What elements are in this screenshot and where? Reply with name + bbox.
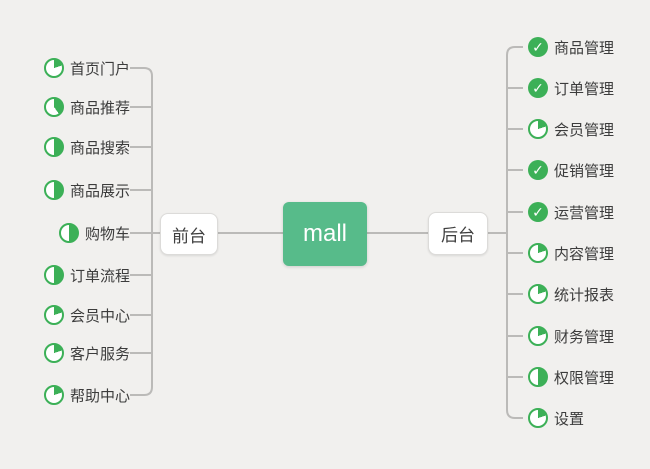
topic-label: 统计报表 — [554, 286, 615, 304]
root-node-label: mall — [302, 220, 347, 247]
topic-label: 商品管理 — [554, 39, 615, 57]
topic-label: 商品推荐 — [69, 99, 130, 117]
progress-pie-icon — [528, 284, 548, 304]
progress-pie-icon — [43, 343, 64, 363]
topic-label: 会员中心 — [69, 307, 130, 325]
topic-label: 权限管理 — [554, 369, 615, 387]
topic-row-order-mgmt[interactable]: ✓ 订单管理 — [528, 76, 614, 100]
branch-node-label: 前台 — [172, 226, 206, 246]
progress-pie-icon — [528, 326, 548, 346]
check-icon: ✓ — [528, 202, 548, 222]
topic-label: 客户服务 — [69, 345, 130, 363]
topic-row-promotion-mgmt[interactable]: ✓ 促销管理 — [528, 158, 614, 182]
topic-row-member-mgmt[interactable]: 会员管理 — [528, 117, 614, 141]
progress-pie-icon — [58, 223, 79, 243]
topic-row-search[interactable]: 商品搜索 — [43, 135, 130, 159]
topic-label: 帮助中心 — [69, 387, 130, 405]
topic-label: 订单流程 — [69, 267, 130, 285]
topic-label: 财务管理 — [554, 328, 615, 346]
topic-row-permission-mgmt[interactable]: 权限管理 — [528, 365, 614, 389]
topic-label: 促销管理 — [554, 162, 615, 180]
check-icon: ✓ — [528, 78, 548, 98]
topic-row-help-center[interactable]: 帮助中心 — [43, 383, 130, 407]
progress-pie-icon — [43, 58, 64, 78]
topic-label: 购物车 — [84, 225, 130, 243]
progress-pie-icon — [43, 180, 64, 200]
progress-pie-icon — [43, 97, 64, 117]
progress-pie-icon — [528, 243, 548, 263]
progress-pie-icon — [528, 408, 548, 428]
branch-node-frontend[interactable]: 前台 — [160, 213, 218, 255]
topic-row-cart[interactable]: 购物车 — [58, 221, 130, 245]
progress-pie-icon — [528, 367, 548, 387]
topic-row-member-center[interactable]: 会员中心 — [43, 303, 130, 327]
branch-node-backend[interactable]: 后台 — [428, 212, 488, 255]
topic-row-homepage[interactable]: 首页门户 — [43, 56, 130, 80]
topic-row-recommend[interactable]: 商品推荐 — [43, 95, 130, 119]
topic-row-operation-mgmt[interactable]: ✓ 运营管理 — [528, 200, 614, 224]
progress-pie-icon — [528, 119, 548, 139]
topic-row-finance-mgmt[interactable]: 财务管理 — [528, 324, 614, 348]
topic-row-order-flow[interactable]: 订单流程 — [43, 263, 130, 287]
topic-row-product-mgmt[interactable]: ✓ 商品管理 — [528, 35, 614, 59]
topic-row-customer-service[interactable]: 客户服务 — [43, 341, 130, 365]
topic-label: 首页门户 — [69, 60, 130, 78]
topic-label: 会员管理 — [554, 121, 615, 139]
check-icon: ✓ — [528, 37, 548, 57]
topic-row-content-mgmt[interactable]: 内容管理 — [528, 241, 614, 265]
topic-label: 商品搜索 — [69, 139, 130, 157]
progress-pie-icon — [43, 385, 64, 405]
check-icon: ✓ — [528, 160, 548, 180]
topic-row-display[interactable]: 商品展示 — [43, 178, 130, 202]
topic-row-statistics-report[interactable]: 统计报表 — [528, 282, 614, 306]
topic-label: 设置 — [554, 410, 585, 428]
root-node-mall[interactable]: mall — [283, 202, 367, 266]
topic-label: 订单管理 — [554, 80, 615, 98]
branch-node-label: 后台 — [441, 226, 475, 245]
topic-row-settings[interactable]: 设置 — [528, 406, 584, 430]
topic-label: 商品展示 — [69, 182, 130, 200]
progress-pie-icon — [43, 265, 64, 285]
topic-label: 内容管理 — [554, 245, 615, 263]
progress-pie-icon — [43, 305, 64, 325]
progress-pie-icon — [43, 137, 64, 157]
topic-label: 运营管理 — [554, 204, 615, 222]
